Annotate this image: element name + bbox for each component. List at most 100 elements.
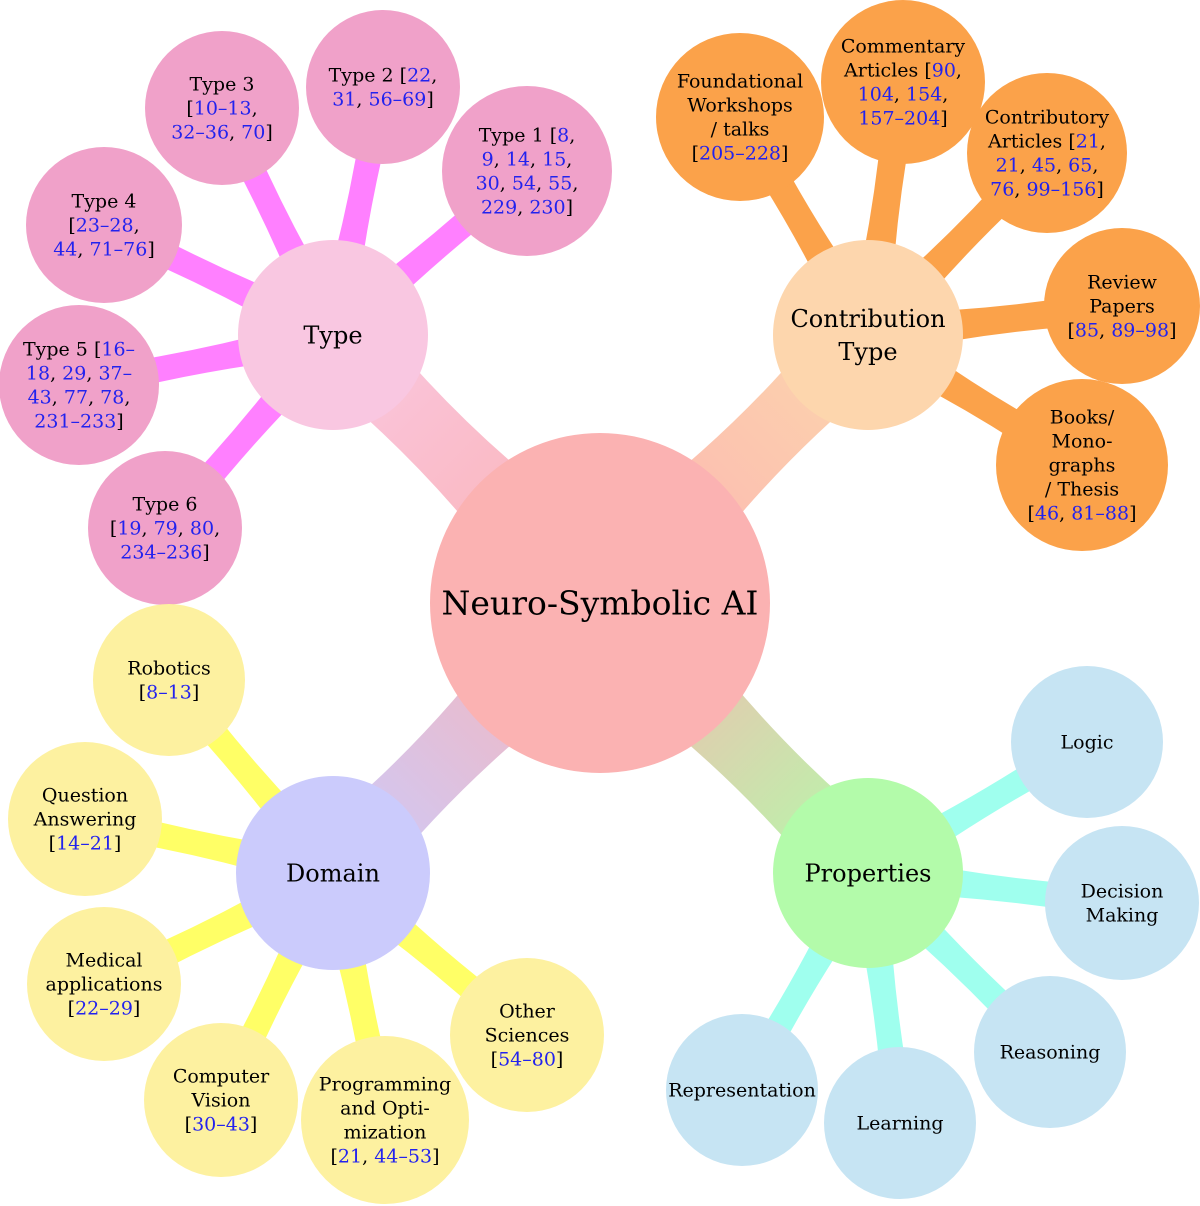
domain-leaf-circle xyxy=(450,958,604,1112)
label-line: / Thesis xyxy=(1045,479,1119,501)
properties-leaf-circle xyxy=(666,1014,818,1166)
label-line: [46, 81–88] xyxy=(1028,503,1137,525)
label-line: [8–13] xyxy=(139,682,200,704)
label-line: 231–233] xyxy=(34,411,123,433)
center-node: Neuro-Symbolic AI xyxy=(430,433,770,773)
label-line: Contribution xyxy=(790,305,945,333)
label-line: Domain xyxy=(286,859,380,887)
label-line: Vision xyxy=(191,1090,251,1112)
label-line: 31, 56–69] xyxy=(332,89,434,111)
label-line: 43, 77, 78, xyxy=(28,387,131,409)
center-circle xyxy=(430,433,770,773)
type-branch: Type Type 3[10–13,32–36, 70] Type 2 [22,31… xyxy=(0,10,612,605)
type-leaf-label: Type 6[19, 79, 80,234–236] xyxy=(110,494,220,564)
label-line: 9, 14, 15, xyxy=(482,149,573,171)
label-line: Foundational xyxy=(677,71,803,93)
label-line: 18, 29, 37– xyxy=(26,363,132,385)
label-line: and Opti- xyxy=(340,1098,430,1120)
label-line: [30–43] xyxy=(185,1114,258,1136)
properties-leaf-circle xyxy=(824,1047,976,1199)
properties-leaf-circle xyxy=(1011,666,1163,818)
domain-main-label: Domain xyxy=(286,859,380,887)
label-line: Medical xyxy=(66,950,143,972)
type-leaf-node: Type 3[10–13,32–36, 70] xyxy=(145,31,299,185)
label-line: Books/ xyxy=(1050,407,1115,429)
type-main-circle xyxy=(238,240,428,430)
type-leaf-label: Type 4[23–28,44, 71–76] xyxy=(53,191,155,261)
properties-leaf-label: Learning xyxy=(857,1113,944,1135)
contribution-leaf-circle xyxy=(1044,228,1200,384)
domain-leaf-label: Robotics[8–13] xyxy=(127,658,210,704)
properties-leaf-node: Representation xyxy=(666,1014,818,1166)
type-leaf-circle xyxy=(145,31,299,185)
label-line: Type 2 [22, xyxy=(329,65,438,87)
label-line: [19, 79, 80, xyxy=(110,518,220,540)
properties-leaf-circle xyxy=(974,976,1126,1128)
domain-main-node: Domain xyxy=(236,776,430,970)
label-line: mization xyxy=(344,1122,427,1144)
label-line: 229, 230] xyxy=(481,197,573,219)
label-line: 76, 99–156] xyxy=(990,179,1104,201)
label-line: 157–204] xyxy=(858,108,947,130)
label-line: 104, 154, xyxy=(858,84,949,106)
label-line: Robotics xyxy=(127,658,210,680)
label-line: Representation xyxy=(668,1080,816,1102)
contribution-main-circle xyxy=(773,240,963,430)
domain-leaf-circle xyxy=(27,907,181,1061)
type-leaf-label: Type 5 [16–18, 29, 37–43, 77, 78,231–233… xyxy=(23,339,135,433)
label-line: Type 6 xyxy=(133,494,198,516)
type-leaf-circle xyxy=(26,147,182,303)
type-leaf-label: Type 3[10–13,32–36, 70] xyxy=(171,74,273,144)
label-line: Review xyxy=(1087,272,1158,294)
properties-main-circle xyxy=(773,778,963,968)
label-line: Computer xyxy=(173,1066,270,1088)
label-line: applications xyxy=(46,974,163,996)
label-line: Type xyxy=(303,321,362,349)
properties-leaf-label: Logic xyxy=(1061,732,1114,754)
label-line: [205–228] xyxy=(692,143,789,165)
type-leaf-node: Type 5 [16–18, 29, 37–43, 77, 78,231–233… xyxy=(0,305,159,465)
label-line: Programming xyxy=(319,1074,451,1096)
type-leaf-circle xyxy=(88,451,242,605)
domain-leaf-circle xyxy=(301,1036,469,1204)
type-leaf-circle xyxy=(0,305,159,465)
label-line: Answering xyxy=(33,809,137,831)
label-line: [21, 44–53] xyxy=(331,1146,440,1168)
label-line: Workshops xyxy=(687,95,793,117)
label-line: Properties xyxy=(805,859,932,887)
label-line: [22–29] xyxy=(68,998,141,1020)
label-line: 44, 71–76] xyxy=(53,239,155,261)
domain-leaf-node: Robotics[8–13] xyxy=(93,604,245,756)
domain-leaf-circle xyxy=(144,1023,298,1177)
label-line: Reasoning xyxy=(1000,1042,1101,1064)
contribution-leaf-circle xyxy=(656,33,824,201)
type-leaf-circle xyxy=(306,10,460,164)
label-line: Type xyxy=(838,338,897,366)
properties-leaf-node: Reasoning xyxy=(974,976,1126,1128)
contribution-leaf-circle xyxy=(967,73,1127,233)
properties-leaf-label: Reasoning xyxy=(1000,1042,1101,1064)
label-line: [14–21] xyxy=(49,833,122,855)
properties-leaf-label: Representation xyxy=(668,1080,816,1102)
label-line: Type 5 [16– xyxy=(23,339,135,361)
